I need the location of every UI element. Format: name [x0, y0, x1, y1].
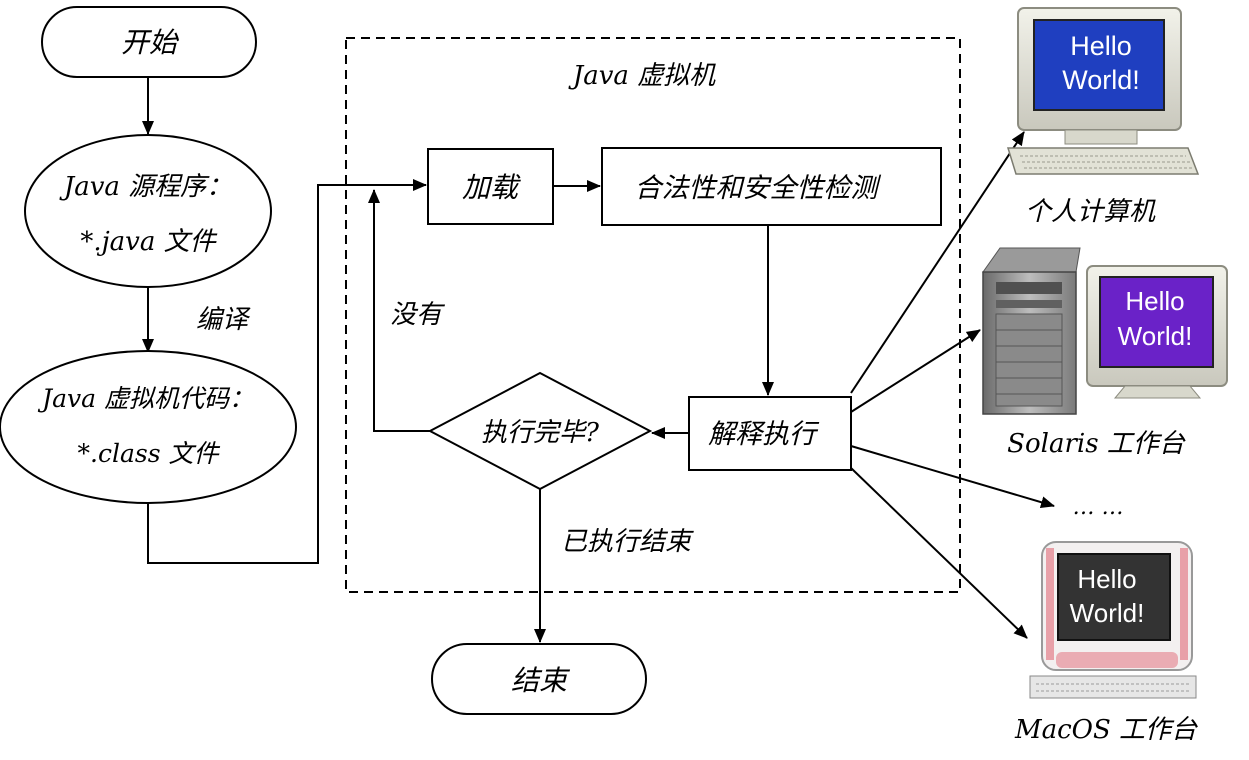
yes-label: 已执行结束 — [561, 527, 694, 557]
decision-label: 执行完毕? — [481, 418, 600, 448]
arrow-bytecode-to-load — [147, 179, 427, 564]
arrow-no-loop — [368, 189, 430, 432]
pc-hello-line1: Hello — [1070, 31, 1132, 61]
mac-screen — [1057, 553, 1171, 641]
bytecode-ellipse — [0, 350, 297, 504]
solaris-server-icon — [982, 247, 1081, 415]
end-label: 结束 — [511, 664, 571, 697]
solaris-hello-line2: World! — [1118, 321, 1193, 351]
solaris-hello-line1: Hello — [1125, 286, 1184, 316]
arrow-to-others — [850, 445, 1055, 509]
verify-box — [601, 147, 942, 226]
source-line2: *.java 文件 — [80, 227, 217, 257]
load-box — [427, 148, 554, 225]
source-line1: Java 源程序： — [59, 172, 232, 202]
load-label: 加载 — [462, 171, 521, 204]
pc-hello-line2: World! — [1062, 65, 1140, 95]
mac-hello-line1: Hello — [1077, 564, 1136, 594]
compile-label: 编译 — [196, 305, 251, 335]
arrow-to-pc — [850, 131, 1025, 394]
solaris-screen — [1099, 276, 1214, 368]
solaris-monitor-icon: Hello World! — [1086, 265, 1228, 399]
pc-screen — [1033, 19, 1165, 111]
end-terminal — [431, 643, 647, 715]
bytecode-line2: *.class 文件 — [78, 439, 221, 468]
arrow-to-mac — [850, 467, 1028, 639]
mac-hello-line2: World! — [1070, 598, 1145, 628]
interpret-box — [688, 396, 852, 471]
solaris-label: Solaris 工作台 — [1007, 429, 1186, 459]
source-ellipse — [24, 134, 272, 288]
no-label: 没有 — [390, 300, 446, 330]
jvm-boundary — [345, 37, 961, 593]
jvm-title: Java 虚拟机 — [568, 61, 716, 91]
start-label: 开始 — [121, 26, 180, 59]
verify-label: 合法性和安全性检测 — [635, 173, 882, 204]
pc-computer-icon: Hello World! — [1006, 7, 1200, 175]
others-ellipsis: … … — [1073, 495, 1124, 520]
pc-label: 个人计算机 — [1025, 197, 1156, 227]
mac-label: MacOS 工作台 — [1014, 715, 1198, 745]
mac-computer-icon: Hello World! — [1029, 541, 1197, 699]
bytecode-line1: Java 虚拟机代码： — [37, 384, 254, 413]
interpret-label: 解释执行 — [708, 419, 820, 450]
arrow-to-solaris — [850, 329, 981, 413]
